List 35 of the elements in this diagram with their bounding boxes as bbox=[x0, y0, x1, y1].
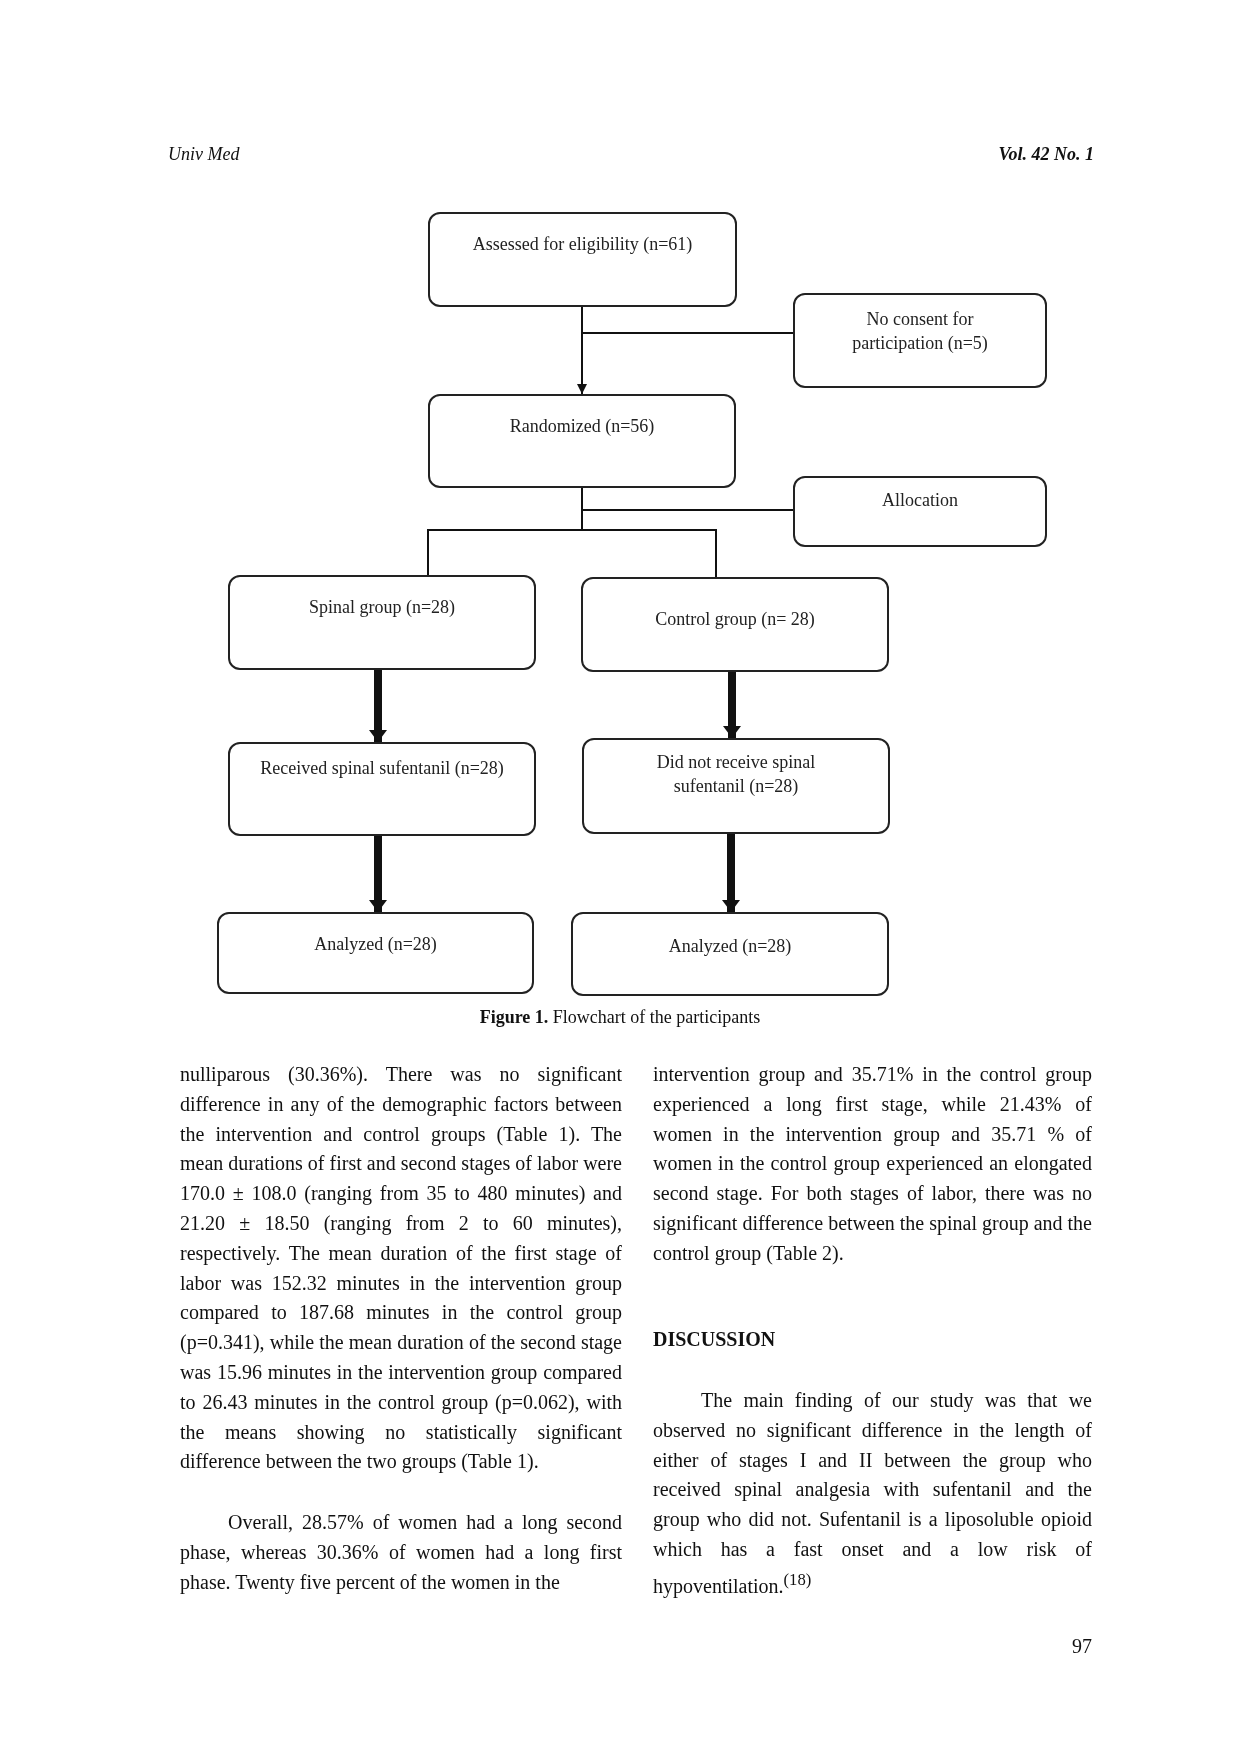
node-label: No consent for participation (n=5) bbox=[851, 308, 989, 355]
process-box bbox=[793, 476, 1047, 547]
section-heading: DISCUSSION bbox=[653, 1327, 776, 1352]
figure-caption: Figure 1. Flowchart of the participants bbox=[478, 1007, 762, 1028]
process-box bbox=[582, 738, 890, 834]
arrow bbox=[723, 672, 741, 738]
node-label: Did not receive spinal sufentanil (n=28) bbox=[655, 751, 817, 798]
arrow bbox=[369, 836, 387, 912]
page-number: 97 bbox=[1071, 1634, 1092, 1659]
running-header: Vol. 42 No. 1 bbox=[998, 143, 1094, 166]
node-label: Randomized (n=56) bbox=[509, 415, 655, 438]
node-label: Control group (n= 28) bbox=[655, 608, 815, 631]
body-paragraph: Overall, 28.57% of women had a long second phase, whereas 30.36% of women had a long first phase. Twenty five percent of the women in the bbox=[180, 1510, 622, 1596]
process-box bbox=[581, 577, 889, 672]
arrow bbox=[722, 834, 740, 912]
node-label: Assessed for eligibility (n=61) bbox=[472, 233, 693, 256]
process-box bbox=[793, 293, 1047, 388]
process-box bbox=[217, 912, 534, 994]
body-paragraph: The main finding of our study was that we observed no significant difference in the length of either of stages I and II between the group who received spinal analgesia with sufentanil and the group who did not. Sufentanil is a liposoluble opioid which has a fast onset and a low risk of hypoventilation.$^{(18)}$ bbox=[653, 1388, 1092, 1600]
connector-line bbox=[581, 487, 717, 578]
node-label: Received spinal sufentanil (n=28) bbox=[260, 757, 504, 780]
process-box bbox=[571, 912, 889, 996]
body-paragraph: nulliparous (30.36%). There was no significant difference in any of the demographic factors between the intervention and control groups (Table 1). The mean durations of first and second stages of labor were 170.0 ± 108.0 (ranging from 35 to 480 minutes) and 21.20 ± 18.50 (ranging from 2 to 60 minutes), respectively. The mean duration of the first stage of labor was 152.32 minutes in the intervention group compared to 187.68 minutes in the control group (p=0.341), while the mean duration of the second stage was 15.96 minutes in the intervention group compared to 26.43 minutes in the control group (p=0.062), with the means showing no statistically significant difference between the two groups (Table 1). bbox=[180, 1062, 622, 1475]
process-box bbox=[228, 575, 536, 670]
connector-line bbox=[581, 306, 794, 334]
process-box bbox=[428, 394, 736, 488]
arrow bbox=[369, 670, 387, 742]
process-box bbox=[228, 742, 536, 836]
node-label: Spinal group (n=28) bbox=[308, 596, 456, 619]
process-box bbox=[428, 212, 737, 307]
body-paragraph: intervention group and 35.71% in the control group experienced a long first stage, while 21.43% of women in the intervention group and 35.71 % of women in the control group experienced an elongated second stage. For both stages of labor, there was no significant difference between the spinal group and the control group (Table 2). bbox=[653, 1062, 1092, 1267]
node-label: Analyzed (n=28) bbox=[668, 935, 792, 958]
node-label: Allocation bbox=[882, 489, 958, 512]
running-header: Univ Med bbox=[168, 143, 240, 166]
node-label: Analyzed (n=28) bbox=[314, 933, 437, 956]
